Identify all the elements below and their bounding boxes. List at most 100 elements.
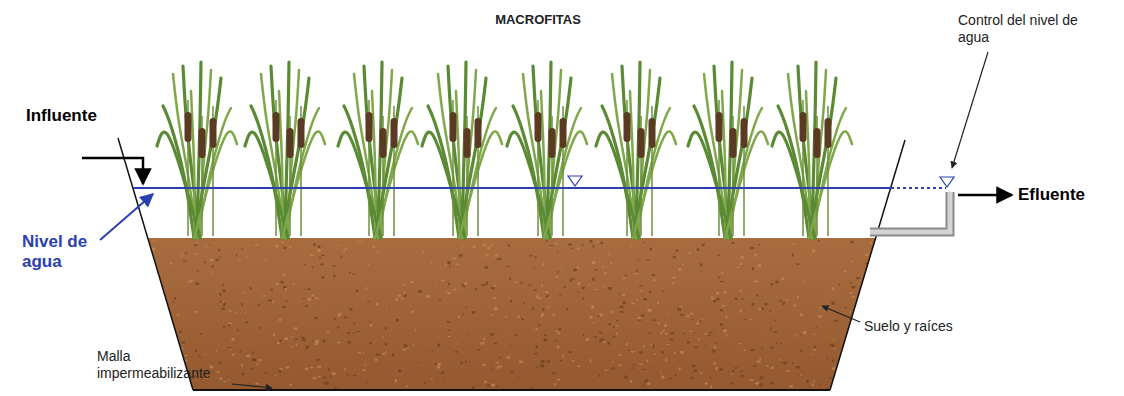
soil-grain xyxy=(452,258,456,260)
soil-grain xyxy=(398,295,402,297)
cattail-plant xyxy=(245,62,325,238)
soil-grain xyxy=(183,261,187,262)
soil-grain xyxy=(275,375,277,376)
soil-grain xyxy=(245,257,249,258)
soil-grain xyxy=(497,386,499,388)
soil-grain xyxy=(645,380,648,383)
soil-grain xyxy=(716,292,719,294)
soil-grain xyxy=(694,347,697,348)
soil-grain xyxy=(750,247,754,249)
soil-grain xyxy=(714,346,716,349)
soil-grain xyxy=(732,370,734,372)
soil-grain xyxy=(680,314,684,316)
soil-grain xyxy=(432,351,433,353)
soil-grain xyxy=(755,382,759,385)
soil-grain xyxy=(697,321,698,322)
soil-grain xyxy=(555,276,558,277)
soil-grain xyxy=(545,291,548,293)
leaf xyxy=(157,132,200,238)
soil-grain xyxy=(338,314,341,317)
soil-grain xyxy=(756,294,758,296)
soil-grain xyxy=(786,299,788,300)
soil-grain xyxy=(602,341,605,342)
soil-grain xyxy=(705,345,706,346)
outlet-pipe xyxy=(870,192,950,232)
soil-grain xyxy=(170,263,173,265)
soil-grain xyxy=(373,246,376,248)
soil-grain xyxy=(477,349,480,350)
soil-grain xyxy=(415,329,416,331)
soil-grain xyxy=(185,253,187,254)
soil-grain xyxy=(441,280,444,281)
water-level-label: Nivel de agua xyxy=(22,232,112,273)
soil-grain xyxy=(583,334,584,337)
soil-grain xyxy=(445,291,447,292)
soil-grain xyxy=(353,322,355,324)
soil-grain xyxy=(600,242,603,244)
cattail-spike xyxy=(825,118,832,148)
soil-grain xyxy=(517,377,518,378)
soil-grain xyxy=(800,373,802,376)
soil-grain xyxy=(465,282,467,285)
soil-grain xyxy=(613,326,614,328)
soil-grain xyxy=(426,295,430,298)
soil-grain xyxy=(781,277,785,279)
soil-grain xyxy=(634,273,638,274)
effluent-label: Efluente xyxy=(1018,185,1118,205)
soil-grain xyxy=(764,303,767,305)
soil-grain xyxy=(834,320,838,322)
soil-grain xyxy=(548,297,550,299)
soil-grain xyxy=(644,242,645,244)
soil-grain xyxy=(413,344,414,346)
soil-grain xyxy=(411,311,414,313)
soil-grain xyxy=(259,327,261,329)
soil-grain xyxy=(631,245,632,247)
leader-line xyxy=(232,384,272,388)
soil-grain xyxy=(825,310,827,312)
soil-grain xyxy=(779,300,782,302)
soil-grain xyxy=(294,327,298,329)
soil-grain xyxy=(519,361,523,363)
soil-grain xyxy=(283,247,286,249)
soil-grain xyxy=(447,321,450,323)
soil-grain xyxy=(726,334,727,337)
soil-grain xyxy=(542,263,544,266)
soil-grain xyxy=(865,254,868,256)
soil-grain xyxy=(577,282,580,285)
soil-grain xyxy=(337,326,339,328)
soil-grain xyxy=(620,306,624,309)
soil-grain xyxy=(439,299,441,300)
soil-grain xyxy=(263,295,267,296)
soil-grain xyxy=(744,319,746,321)
soil-grain xyxy=(457,343,458,345)
soil-grain xyxy=(730,382,733,384)
soil-grain xyxy=(369,342,372,344)
soil-grain xyxy=(710,377,711,379)
soil-grain xyxy=(596,374,599,376)
soil-grain xyxy=(754,281,757,282)
soil-grain xyxy=(220,301,222,303)
soil-grain xyxy=(322,255,325,257)
soil-grain xyxy=(705,382,708,384)
soil-grain xyxy=(498,357,500,358)
soil-grain xyxy=(490,333,493,335)
soil-grain xyxy=(622,294,625,296)
soil-grain xyxy=(307,290,310,291)
soil-grain xyxy=(859,283,860,284)
soil-grain xyxy=(521,318,524,320)
soil-grain xyxy=(181,342,185,344)
soil-grain xyxy=(642,385,645,386)
level-symbol xyxy=(568,176,582,186)
soil-grain xyxy=(673,256,676,258)
soil-grain xyxy=(491,384,495,386)
soil-grain xyxy=(653,279,655,282)
soil-grain xyxy=(571,248,573,249)
soil-grain xyxy=(347,341,351,343)
soil-grain xyxy=(780,343,782,345)
soil-grain xyxy=(832,339,834,340)
level-control-label: Control del nivel de agua xyxy=(958,12,1093,46)
soil-grain xyxy=(494,255,498,257)
cattail-spike xyxy=(649,118,656,148)
soil-grain xyxy=(764,330,765,331)
soil-grain xyxy=(641,315,645,317)
